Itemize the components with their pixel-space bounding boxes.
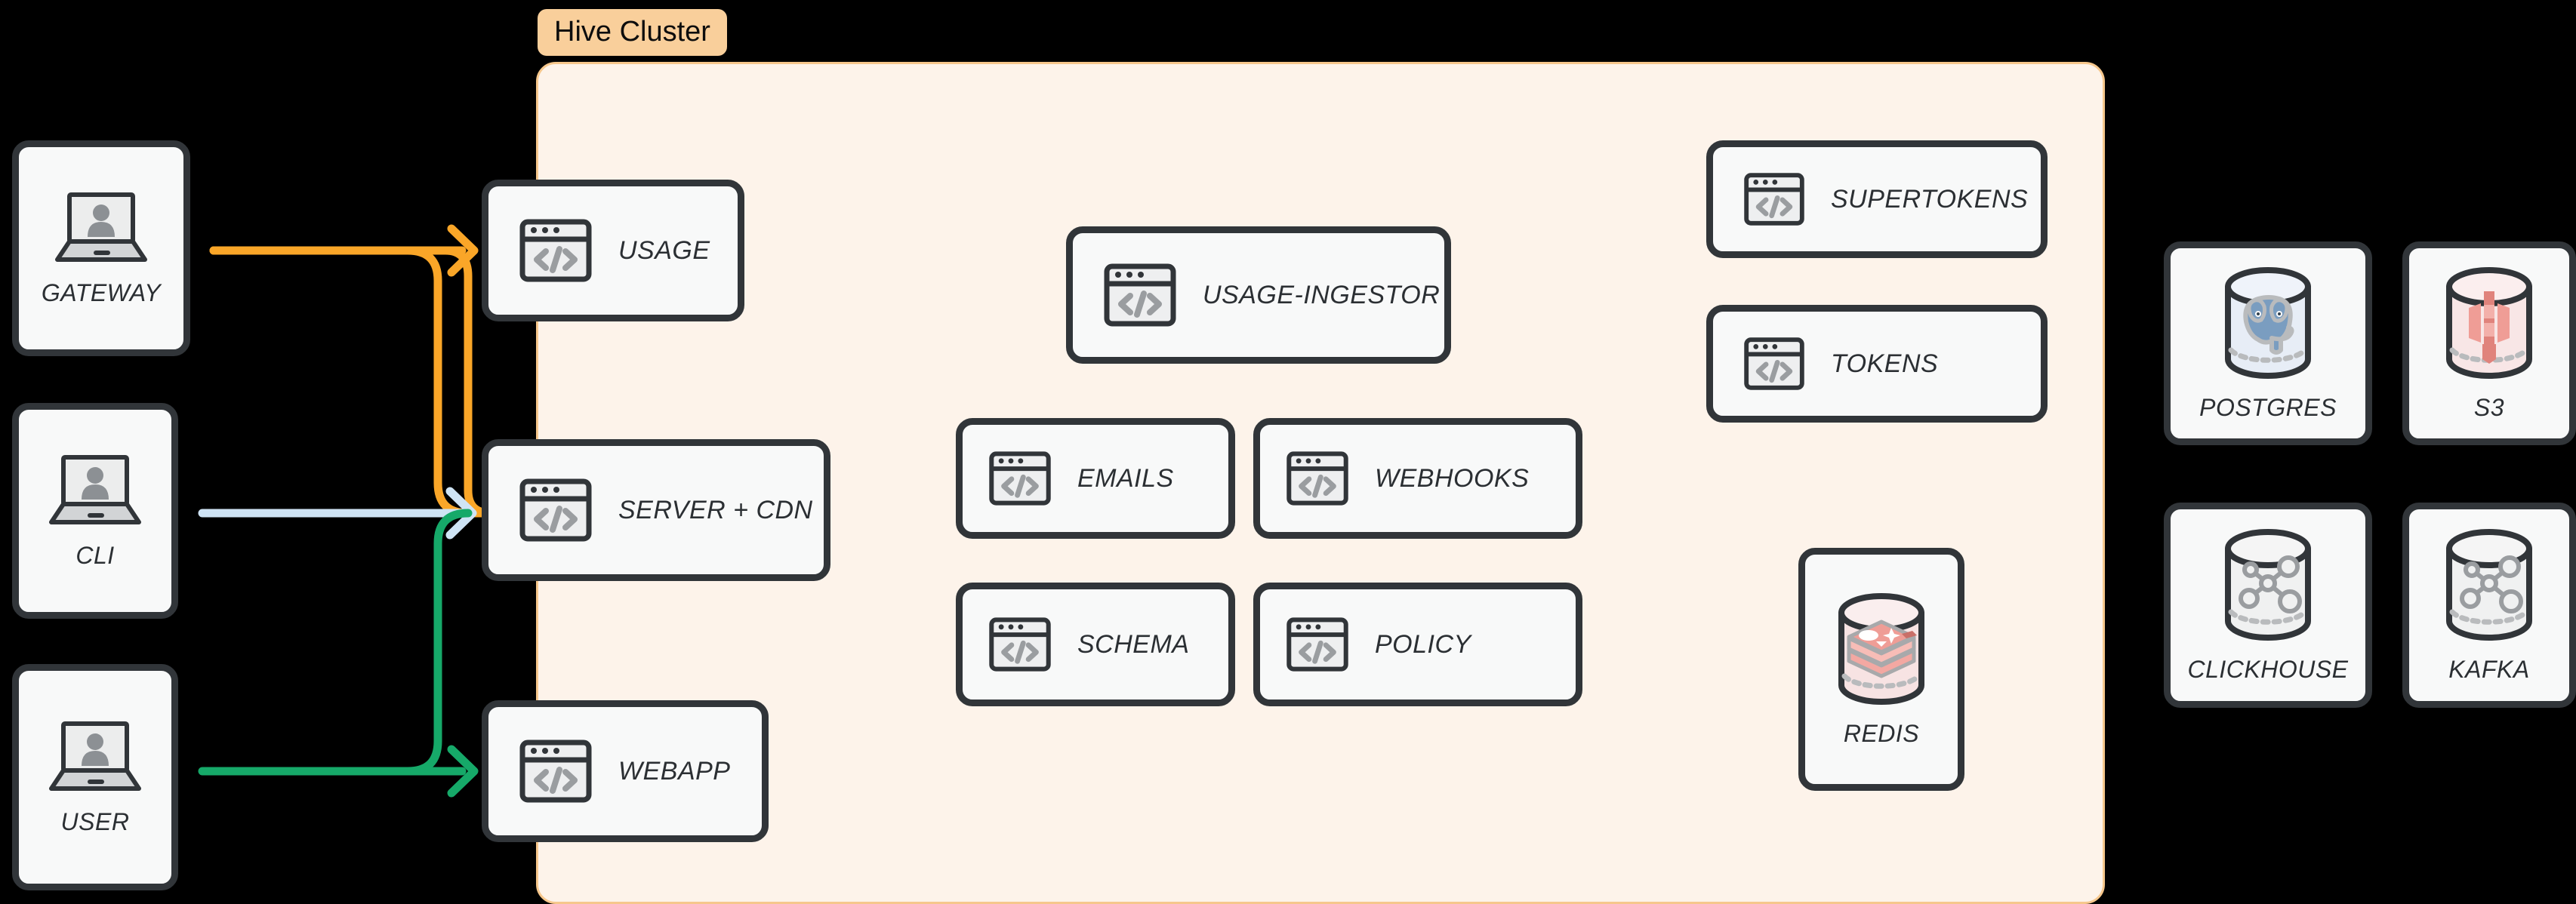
service-label: WEBHOOKS xyxy=(1375,463,1530,493)
code-window-icon xyxy=(1104,263,1176,327)
code-window-icon xyxy=(1286,451,1348,506)
service-label: SCHEMA xyxy=(1077,629,1190,659)
client-card-user[interactable]: USER xyxy=(12,664,178,890)
service-label: TOKENS xyxy=(1831,349,1939,378)
service-card-webhooks[interactable]: WEBHOOKS xyxy=(1253,418,1582,539)
client-label: GATEWAY xyxy=(41,278,162,306)
service-card-tokens[interactable]: TOKENS xyxy=(1706,305,2048,423)
datastore-label: REDIS xyxy=(1843,719,1920,747)
service-label: SUPERTOKENS xyxy=(1831,184,2029,214)
code-window-icon xyxy=(1744,173,1804,226)
code-window-icon xyxy=(519,478,592,542)
code-window-icon xyxy=(519,219,592,282)
s3-cylinder-icon xyxy=(2446,266,2532,379)
code-window-icon xyxy=(1744,337,1804,390)
service-label: POLICY xyxy=(1375,629,1471,659)
client-card-cli[interactable]: CLI xyxy=(12,403,178,619)
service-label: SERVER + CDN xyxy=(618,495,813,524)
service-label: USAGE xyxy=(618,235,710,265)
datastore-card-redis[interactable]: REDIS xyxy=(1798,548,1964,791)
client-label: USER xyxy=(60,807,130,835)
service-card-schema[interactable]: SCHEMA xyxy=(956,583,1235,706)
code-window-icon xyxy=(1286,617,1348,672)
datastore-card-clickhouse[interactable]: CLICKHOUSE xyxy=(2164,503,2372,708)
service-card-policy[interactable]: POLICY xyxy=(1253,583,1582,706)
service-label: EMAILS xyxy=(1077,463,1174,493)
code-window-icon xyxy=(989,451,1051,506)
service-card-supertokens[interactable]: SUPERTOKENS xyxy=(1706,140,2048,258)
service-card-emails[interactable]: EMAILS xyxy=(956,418,1235,539)
service-card-usage-ingestor[interactable]: USAGE-INGESTOR xyxy=(1066,226,1451,364)
datastore-card-postgres[interactable]: POSTGRES xyxy=(2164,241,2372,445)
code-window-icon xyxy=(989,617,1051,672)
datastore-label: CLICKHOUSE xyxy=(2187,655,2349,683)
graph-cylinder-icon xyxy=(2225,528,2311,641)
datastore-label: POSTGRES xyxy=(2199,393,2337,421)
redis-cylinder-icon xyxy=(1838,592,1924,705)
service-label: WEBAPP xyxy=(618,756,731,786)
postgres-cylinder-icon xyxy=(2225,266,2311,379)
laptop-user-icon xyxy=(49,721,141,791)
client-label: CLI xyxy=(75,541,115,569)
laptop-user-icon xyxy=(49,454,141,524)
datastore-label: KAFKA xyxy=(2448,655,2530,683)
hive-cluster-badge: Hive Cluster xyxy=(538,9,727,56)
datastore-card-kafka[interactable]: KAFKA xyxy=(2402,503,2576,708)
client-card-gateway[interactable]: GATEWAY xyxy=(12,140,190,356)
datastore-card-s3[interactable]: S3 xyxy=(2402,241,2576,445)
graph-cylinder-icon xyxy=(2446,528,2532,641)
laptop-user-icon xyxy=(55,192,147,262)
service-card-webapp[interactable]: WEBAPP xyxy=(482,700,769,842)
service-card-usage[interactable]: USAGE xyxy=(482,180,744,321)
datastore-label: S3 xyxy=(2473,393,2505,421)
code-window-icon xyxy=(519,739,592,803)
service-label: USAGE-INGESTOR xyxy=(1203,280,1441,309)
service-card-server-cdn[interactable]: SERVER + CDN xyxy=(482,439,830,581)
